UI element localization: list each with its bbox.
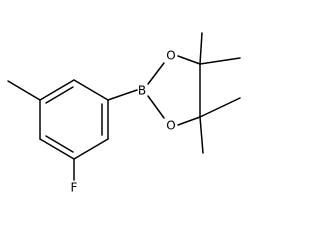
methyl-top-up-bond — [199, 32, 203, 65]
boron-oxygen-bottom-bond — [147, 95, 165, 119]
ring-bond-c1-c2 — [39, 79, 75, 101]
methyl-bottom-right-bond — [199, 97, 241, 118]
aryl-boron-bond — [107, 89, 138, 101]
chemical-structure: B O O F — [7, 32, 241, 195]
ring-double-bond-c1-c2 — [45, 86, 74, 104]
oxygen-top-label: O — [166, 49, 175, 63]
ring-bond-c6-c1 — [73, 79, 109, 101]
ring-double-bond-c3-c4 — [45, 135, 74, 153]
methyl-top-right-bond — [199, 57, 241, 65]
oxygen-bottom-label: O — [166, 119, 175, 133]
benzene-ring — [39, 79, 109, 160]
methyl-bond — [7, 80, 41, 101]
boron-label: B — [138, 84, 146, 98]
fluorine-label: F — [71, 181, 78, 195]
dioxaborolane-ring — [147, 55, 201, 126]
oxygen-top-carbon-bond — [177, 55, 201, 65]
ring-bond-c4-c5 — [73, 138, 109, 160]
methyl-bottom-down-bond — [199, 116, 204, 154]
methyl-groups — [199, 32, 241, 154]
boron-oxygen-top-bond — [147, 62, 165, 85]
ring-bond-c3-c4 — [39, 138, 75, 160]
oxygen-bottom-carbon-bond — [177, 116, 201, 126]
